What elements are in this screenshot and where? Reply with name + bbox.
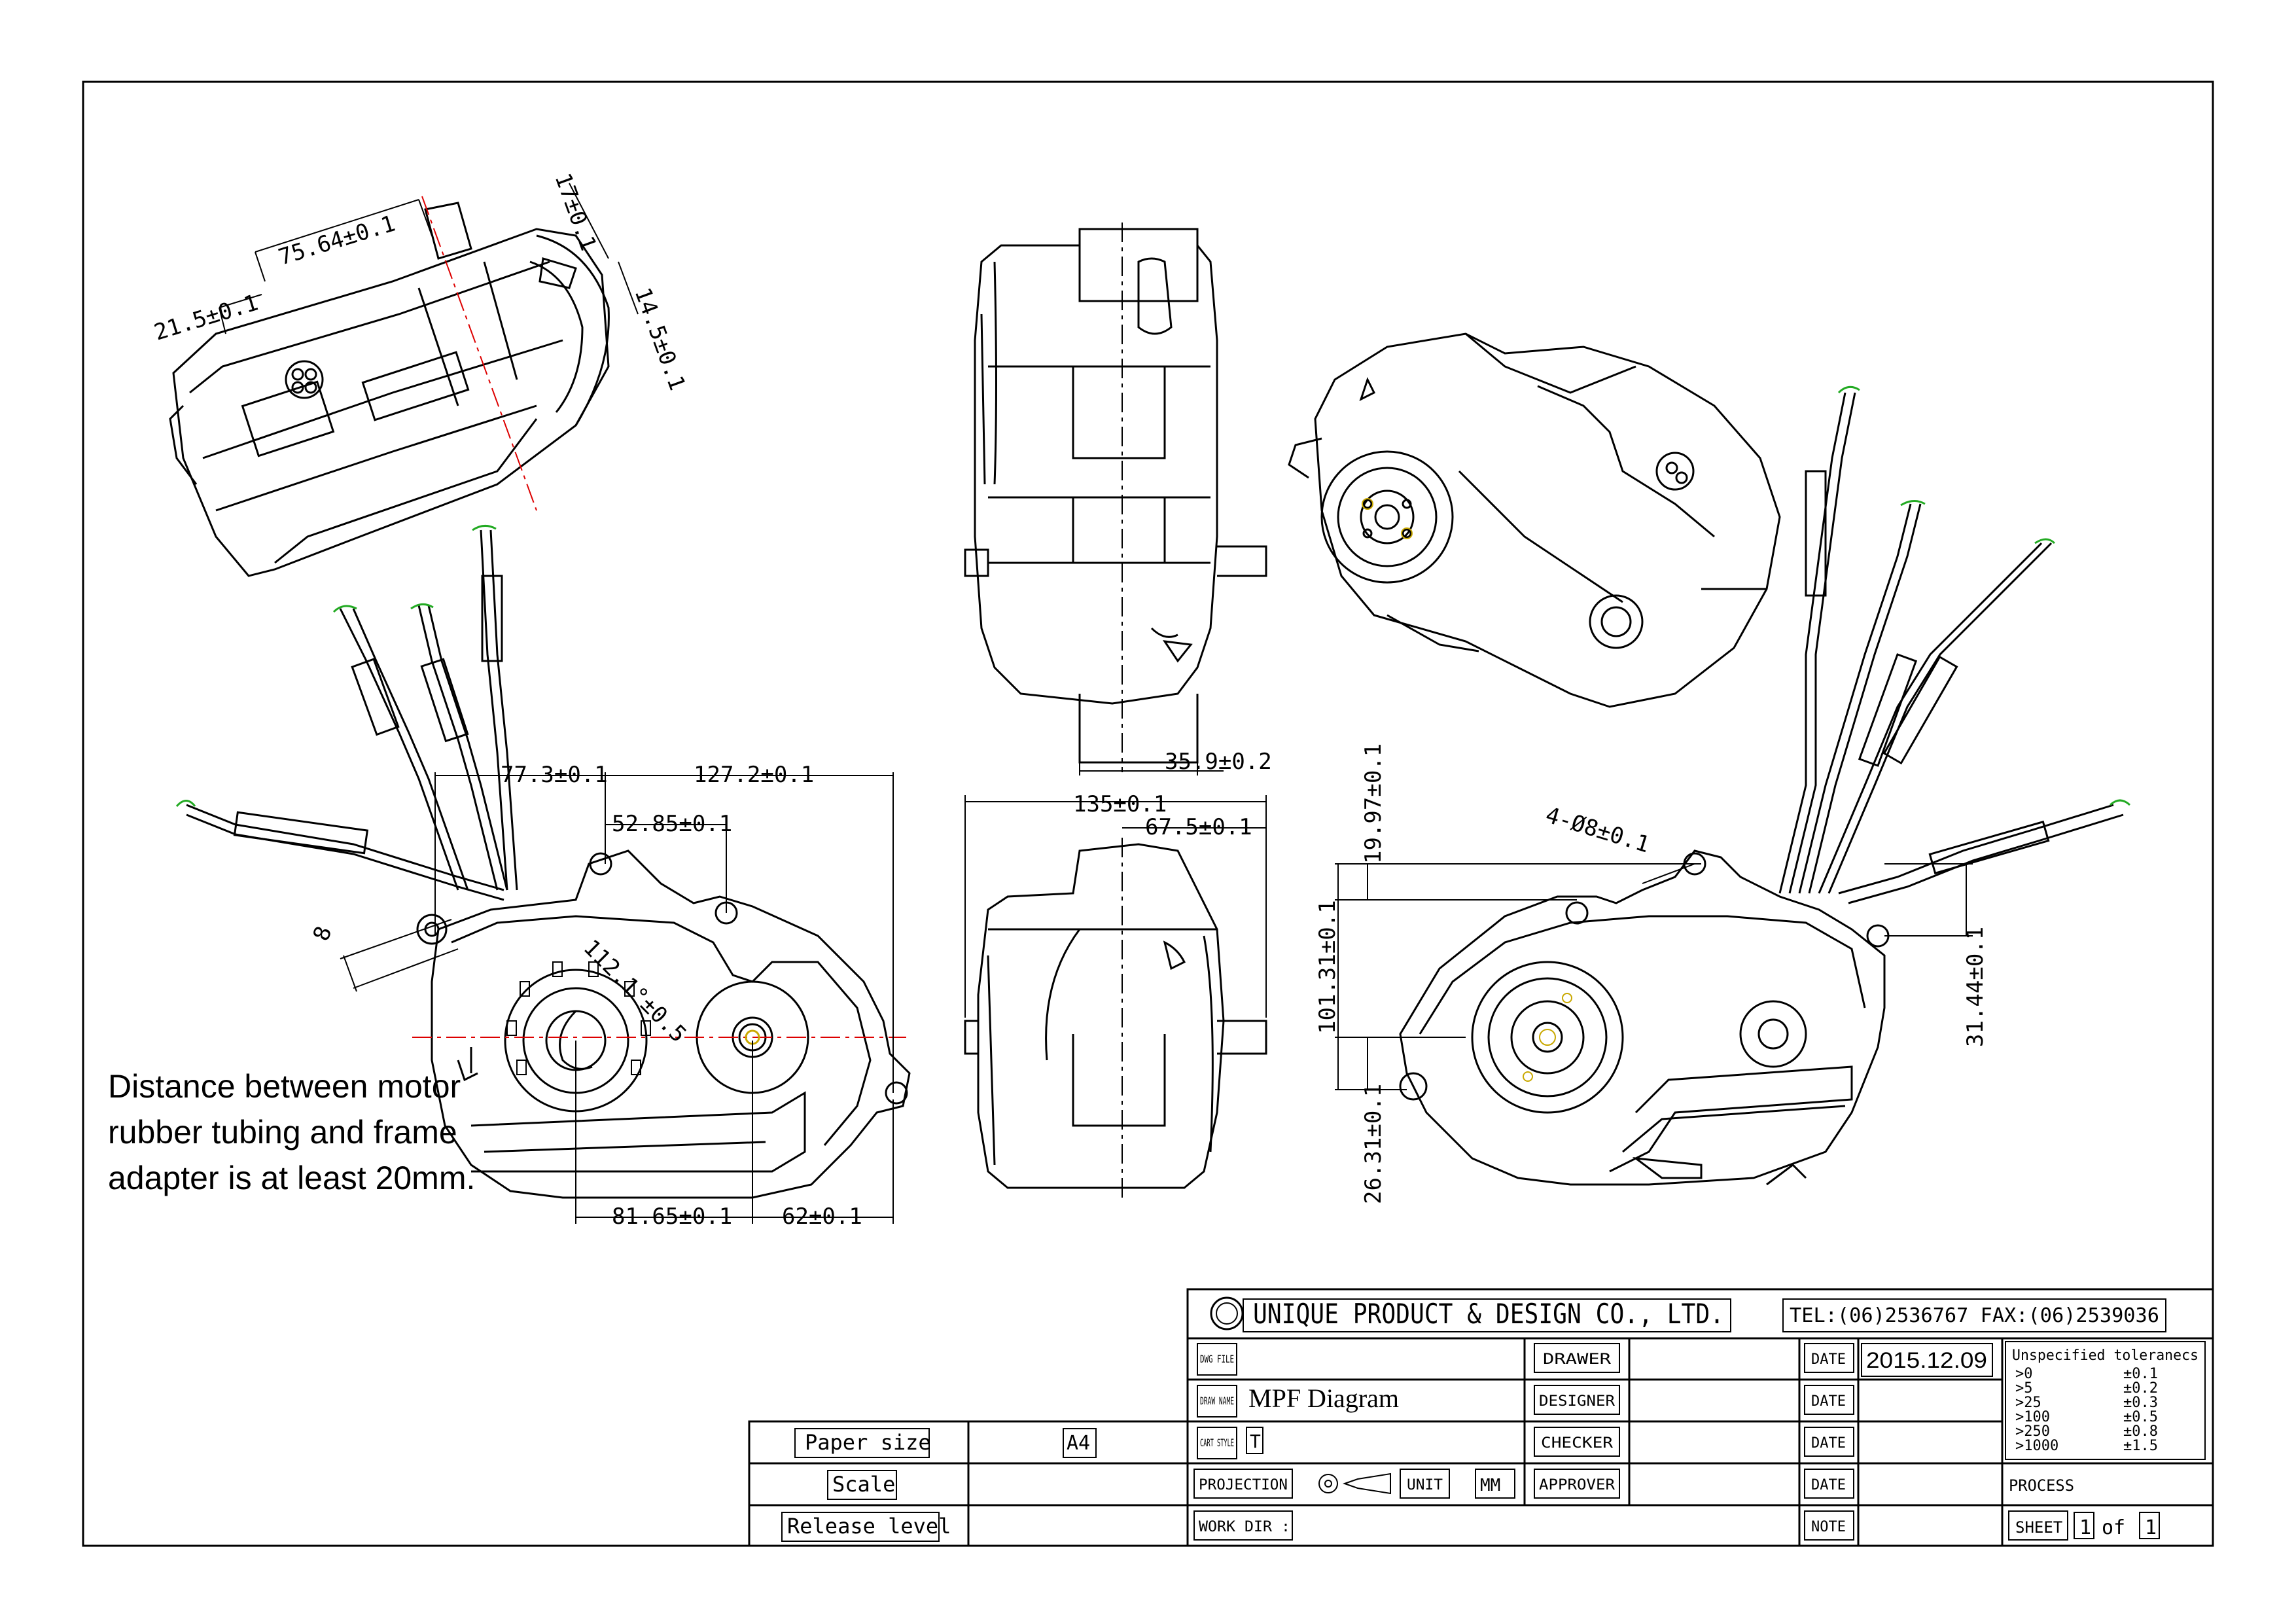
dim-4-8: 4-Ø8±0.1 xyxy=(1542,802,1652,858)
tol-value-1: ±0.2 xyxy=(2123,1380,2158,1397)
company-contact: TEL:(06)2536767 FAX:(06)2539036 xyxy=(1790,1304,2159,1327)
sheet-total: 1 xyxy=(2145,1516,2157,1539)
dim-17: 17±0.1 xyxy=(550,169,602,254)
unit-label: UNIT xyxy=(1407,1477,1443,1493)
tol-value-5: ±1.5 xyxy=(2123,1438,2158,1454)
right-rear-dims xyxy=(1335,863,1973,1090)
dim-26-31: 26.31±0.1 xyxy=(1360,1084,1386,1204)
dim-75-64: 75.64±0.1 xyxy=(275,210,398,270)
cart-style-value: T xyxy=(1250,1431,1261,1452)
side-view-top-dim xyxy=(1079,762,1224,776)
iso-dim-lines xyxy=(219,183,639,334)
cable-tips-right xyxy=(1837,385,2131,806)
sheet-of: of xyxy=(2102,1516,2125,1539)
date-label-3: DATE xyxy=(1811,1435,1846,1452)
front-view-bottom xyxy=(964,843,1267,1189)
tol-range-3: >100 xyxy=(2015,1409,2050,1425)
iso-cables xyxy=(186,529,518,901)
iso-view-top-left xyxy=(169,202,610,577)
draw-name-value: MPF Diagram xyxy=(1248,1383,1399,1413)
dim-77-3: 77.3±0.1 xyxy=(501,762,608,788)
unit-value: MM xyxy=(1480,1476,1500,1495)
date-label-1: DATE xyxy=(1811,1351,1846,1368)
tolerance-title: Unspecified toleranecs xyxy=(2012,1347,2199,1364)
scale-label: Scale xyxy=(832,1472,895,1497)
left-gear-teeth xyxy=(506,961,651,1075)
dim-67-5: 67.5±0.1 xyxy=(1145,814,1252,840)
tol-value-0: ±0.1 xyxy=(2123,1366,2158,1382)
dim-21-5: 21.5±0.1 xyxy=(151,289,261,346)
dim-31-44: 31.44±0.1 xyxy=(1962,927,1988,1047)
right-rear-cables xyxy=(1778,392,2124,904)
paper-size-label: Paper size xyxy=(805,1430,931,1455)
draw-name-label: DRAW NAME xyxy=(1200,1395,1234,1407)
dim-101-31: 101.31±0.1 xyxy=(1315,900,1341,1034)
work-dir-label: WORK DIR : xyxy=(1199,1519,1290,1535)
date-label-2: DATE xyxy=(1811,1393,1846,1410)
tol-value-4: ±0.8 xyxy=(2123,1423,2158,1440)
company-name: UNIQUE PRODUCT & DESIGN CO., LTD. xyxy=(1253,1298,1724,1330)
tol-range-4: >250 xyxy=(2015,1423,2050,1440)
release-level-label: Release level xyxy=(787,1514,951,1539)
front-view-dims xyxy=(964,795,1267,1018)
dim-135: 135±0.1 xyxy=(1073,791,1167,817)
iso-view-top-right xyxy=(1288,332,1781,708)
paper-size-value: A4 xyxy=(1067,1432,1090,1455)
drawer-label: DRAWER xyxy=(1543,1351,1612,1368)
sheet-number: 1 xyxy=(2079,1516,2091,1539)
cable-tips-top-left xyxy=(175,525,497,808)
tol-value-3: ±0.5 xyxy=(2123,1409,2158,1425)
tol-range-5: >1000 xyxy=(2015,1438,2058,1454)
approver-label: APPROVER xyxy=(1539,1477,1616,1493)
tol-range-2: >25 xyxy=(2015,1395,2041,1411)
title-block xyxy=(748,1288,2214,1547)
iso-centerline xyxy=(421,196,537,511)
dim-81-65: 81.65±0.1 xyxy=(612,1204,732,1230)
right-rear-highlights xyxy=(1523,993,1572,1082)
assembly-note: Distance between motor rubber tubing and… xyxy=(108,1063,501,1201)
tol-range-1: >5 xyxy=(2015,1380,2033,1397)
note-line-1: Distance between motor xyxy=(108,1068,461,1105)
dim-19-97: 19.97±0.1 xyxy=(1360,743,1386,864)
dim-52-85: 52.85±0.1 xyxy=(612,811,732,837)
tol-range-0: >0 xyxy=(2015,1366,2033,1382)
date-value: 2015.12.09 xyxy=(1866,1348,1987,1373)
iso-right-highlights xyxy=(1362,498,1413,539)
dim-127-2: 127.2±0.1 xyxy=(694,762,814,788)
note-line-3: adapter is at least 20mm. xyxy=(108,1160,476,1196)
note-line-2: rubber tubing and frame xyxy=(108,1114,457,1150)
note-label: NOTE xyxy=(1811,1519,1846,1535)
dim-62: 62±0.1 xyxy=(782,1204,862,1230)
date-label-4: DATE xyxy=(1811,1477,1846,1493)
sheet-label: SHEET xyxy=(2015,1518,2062,1537)
projection-label: PROJECTION xyxy=(1199,1477,1288,1493)
dim-8: 8 xyxy=(308,923,338,944)
dim-35-9: 35.9±0.2 xyxy=(1165,749,1272,775)
dim-14-5: 14.5±0.1 xyxy=(629,284,691,394)
right-rear-view xyxy=(1399,849,1890,1186)
process-label: PROCESS xyxy=(2009,1476,2074,1495)
left-gear-dims xyxy=(340,772,894,1224)
tol-value-2: ±0.3 xyxy=(2123,1395,2158,1411)
checker-label: CHECKER xyxy=(1541,1435,1614,1452)
side-view-top xyxy=(964,228,1267,764)
dwg-file-label: DWG FILE xyxy=(1200,1353,1234,1365)
cart-style-label: CART STYLE xyxy=(1200,1436,1234,1449)
left-gear-view xyxy=(416,849,911,1199)
designer-label: DESIGNER xyxy=(1539,1393,1616,1410)
